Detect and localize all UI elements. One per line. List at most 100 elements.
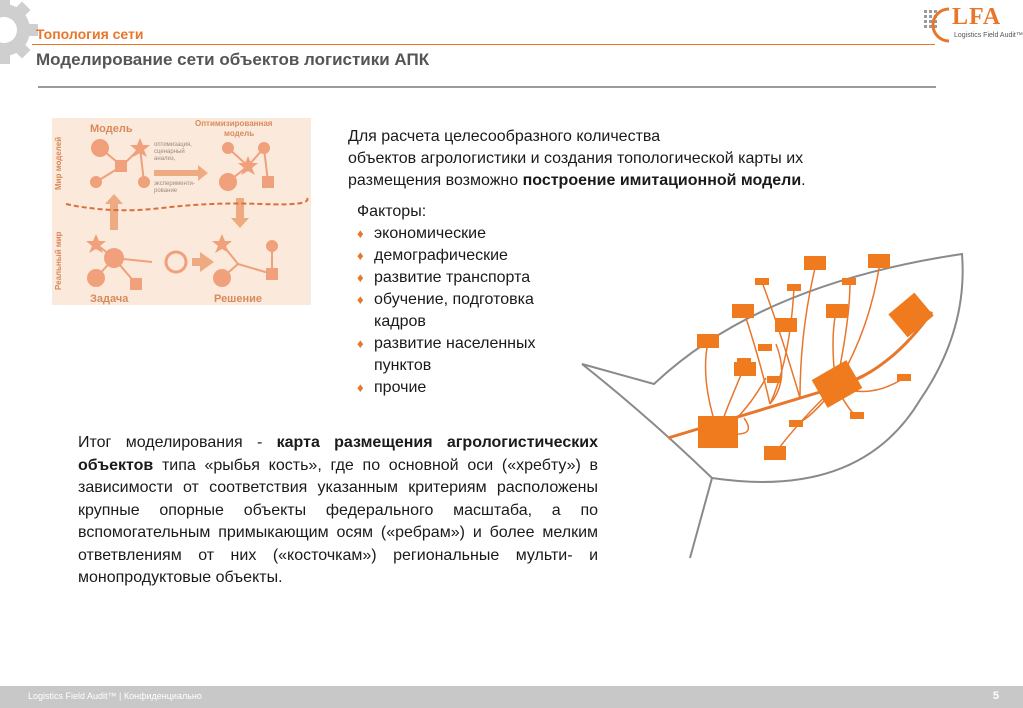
small-facility-icon xyxy=(789,420,803,427)
intro-line3-prefix: размещения возможно xyxy=(348,172,523,189)
lfa-logo: LFA Logistics Field Audit™ xyxy=(922,4,1023,44)
small-facility-icon xyxy=(767,376,781,383)
facility-icon xyxy=(868,254,890,268)
optimization-note-line2: сценарный xyxy=(154,148,185,155)
factor-label: экономические xyxy=(374,225,486,242)
optimized-label-line2: модель xyxy=(224,129,254,138)
list-item: ♦ демографические xyxy=(357,245,574,267)
arrow-right-icon xyxy=(192,252,214,272)
factors-title: Факторы: xyxy=(357,203,427,220)
node-star-icon xyxy=(238,156,258,175)
node-circle-icon xyxy=(90,176,102,188)
node-star-icon xyxy=(212,234,232,253)
fishbone-map xyxy=(581,252,964,559)
node-square-icon xyxy=(130,278,142,290)
small-facility-icon xyxy=(842,278,856,285)
list-item: ♦ экономические xyxy=(357,223,574,245)
factor-label: обучение, подготовка кадров xyxy=(374,291,534,330)
node-spiral-icon xyxy=(87,269,105,287)
intro-line2: объектов агрологистики и создания тополо… xyxy=(348,150,804,167)
optimization-note-line1: оптимизация, xyxy=(154,142,192,148)
small-facility-icon xyxy=(787,284,801,291)
page-number: 5 xyxy=(992,690,999,702)
optimization-note-line3: анализ, xyxy=(154,156,176,162)
node-square-icon xyxy=(266,268,278,280)
intro-line1: Для расчета целесообразного количества xyxy=(348,128,661,145)
facility-icon xyxy=(826,304,848,318)
node-square-icon xyxy=(262,176,274,188)
facility-icon xyxy=(764,446,786,460)
footer-text: Logistics Field Audit™ | Конфиденциально xyxy=(28,691,202,701)
diamond-bullet-icon: ♦ xyxy=(357,226,364,241)
factor-label: развитие населенных пунктов xyxy=(374,335,536,374)
large-facility-icon xyxy=(698,416,738,448)
conclusion-paragraph: Итог моделирования - карта размещения аг… xyxy=(78,432,598,590)
node-forbidden-icon xyxy=(164,250,188,274)
intro-paragraph: Для расчета целесообразного количества о… xyxy=(348,126,888,192)
node-star-icon xyxy=(86,234,106,253)
logo-grid-icon xyxy=(924,7,950,43)
small-facility-icon xyxy=(850,412,864,419)
solution-label: Решение xyxy=(214,293,262,305)
factors-block: Факторы: ♦ экономические ♦ демографические… xyxy=(357,201,574,399)
diamond-bullet-icon: ♦ xyxy=(357,270,364,285)
model-label: Модель xyxy=(90,123,133,135)
factor-label: развитие транспорта xyxy=(374,269,531,286)
arrow-right-icon xyxy=(154,165,208,181)
node-circle-icon xyxy=(222,142,234,154)
gear-icon xyxy=(0,0,38,64)
large-facility-icon xyxy=(888,292,934,338)
optimized-label-line1: Оптимизированная xyxy=(195,119,273,128)
diamond-bullet-icon: ♦ xyxy=(357,248,364,263)
fish-outline xyxy=(581,252,964,559)
footer-bar: Logistics Field Audit™ | Конфиденциально… xyxy=(0,686,1023,708)
task-label: Задача xyxy=(90,293,129,305)
facility-icon xyxy=(734,362,756,376)
conclusion-emphasis: карта размещения агрологистических объек… xyxy=(78,434,598,474)
arrow-up-icon xyxy=(105,194,123,230)
small-facility-icon xyxy=(755,278,769,285)
experiment-note-line1: эксперименти- xyxy=(154,181,195,187)
factor-label: прочие xyxy=(374,379,427,396)
intro-line3-suffix: . xyxy=(801,172,806,189)
title-divider xyxy=(38,86,936,88)
header-divider xyxy=(32,44,935,45)
small-facility-icon xyxy=(737,358,751,365)
facility-icon xyxy=(697,334,719,348)
list-item: ♦ обучение, подготовка кадров xyxy=(357,289,562,333)
diamond-bullet-icon: ♦ xyxy=(357,380,364,395)
node-circle-icon xyxy=(258,142,270,154)
diamond-bullet-icon: ♦ xyxy=(357,292,364,307)
node-circle-icon xyxy=(138,176,150,188)
dashed-divider xyxy=(65,197,309,212)
node-square-icon xyxy=(115,160,127,172)
conclusion-prefix: Итог моделирования - xyxy=(78,434,277,451)
arrow-down-icon xyxy=(231,198,249,228)
small-facility-icon xyxy=(897,374,911,381)
factor-label: демографические xyxy=(374,247,508,264)
experiment-note-line2: рование xyxy=(154,188,178,194)
node-spiral-icon xyxy=(213,269,231,287)
model-diagram: Модель Оптимизированная модель Мир модел… xyxy=(52,118,311,305)
logo-subtitle: Logistics Field Audit™ xyxy=(954,32,1023,39)
large-facility-icon xyxy=(811,360,863,408)
intro-emphasis: построение имитационной модели xyxy=(522,172,802,189)
page-title: Моделирование сети объектов логистики АП… xyxy=(36,50,430,69)
list-item: ♦ развитие транспорта xyxy=(357,267,574,289)
facility-icon xyxy=(804,256,826,270)
real-world-label: Реальный мир xyxy=(54,231,63,290)
facility-icon xyxy=(732,304,754,318)
small-facility-icon xyxy=(758,344,772,351)
model-world-label: Мир моделей xyxy=(54,137,63,190)
node-spiral-icon xyxy=(91,139,109,157)
list-item: ♦ прочие xyxy=(357,377,574,399)
logo-text: LFA xyxy=(952,4,1002,30)
node-spiral-icon xyxy=(104,248,124,268)
section-title: Топология сети xyxy=(36,26,144,42)
facility-icon xyxy=(775,318,797,332)
diamond-bullet-icon: ♦ xyxy=(357,336,364,351)
node-circle-icon xyxy=(266,240,278,252)
node-star-icon xyxy=(130,138,150,157)
conclusion-body: типа «рыбья кость», где по основной оси … xyxy=(78,456,598,587)
node-spiral-icon xyxy=(219,173,237,191)
